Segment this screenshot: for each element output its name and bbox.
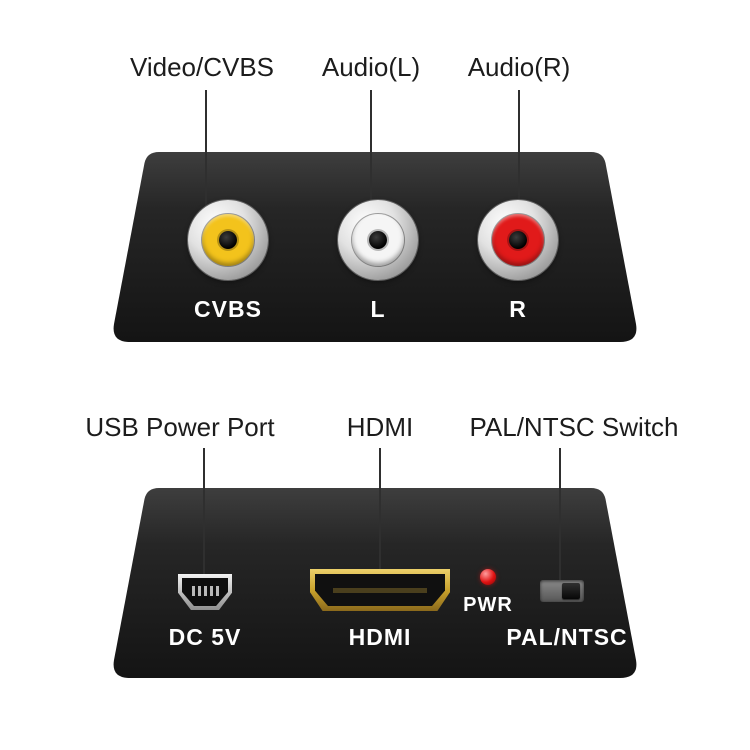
cvbs-port-label: CVBS [194, 296, 262, 322]
callout-audio-left: Audio(L) [321, 52, 421, 82]
leader-line-video-cvbs [205, 90, 207, 242]
audio-right-rca-hole [509, 231, 527, 249]
audio-right-rca-port [478, 200, 558, 280]
pal-ntsc-switch-knob [562, 583, 580, 599]
callout-pal-ntsc-switch: PAL/NTSC Switch [469, 412, 679, 442]
dc-5v-label: DC 5V [168, 624, 242, 650]
hdmi-tongue [333, 588, 427, 594]
hdmi-port [310, 569, 450, 611]
leader-line-usb-power-port [203, 448, 205, 585]
hdmi-port-label: HDMI [348, 624, 412, 650]
hdmi-cavity [315, 574, 445, 606]
cvbs-rca-hole [219, 231, 237, 249]
audio-left-rca-ring [352, 214, 404, 266]
mini-usb-port [178, 574, 232, 610]
callout-video-cvbs: Video/CVBS [129, 52, 275, 82]
cvbs-rca-port [188, 200, 268, 280]
leader-line-pal-ntsc-switch [559, 448, 561, 582]
pal-ntsc-switch [540, 580, 584, 602]
callout-hdmi: HDMI [346, 412, 414, 442]
leader-line-audio-left [370, 90, 372, 242]
pwr-led-label: PWR [463, 594, 513, 616]
audio-right-port-label: R [509, 296, 527, 322]
front-panel: CVBS L R [111, 152, 639, 342]
audio-left-port-label: L [370, 296, 386, 322]
audio-left-rca-hole [369, 231, 387, 249]
leader-line-hdmi [379, 448, 381, 585]
callout-usb-power-port: USB Power Port [85, 412, 275, 442]
callout-audio-right: Audio(R) [467, 52, 571, 82]
audio-right-rca-ring [492, 214, 544, 266]
cvbs-rca-ring [202, 214, 254, 266]
back-panel: DC 5V HDMI PWR PAL/NTSC [111, 488, 639, 678]
mini-usb-pins [182, 586, 228, 596]
pal-ntsc-switch-label: PAL/NTSC [506, 624, 628, 650]
leader-line-audio-right [518, 90, 520, 242]
power-led [480, 569, 496, 585]
mini-usb-cavity [182, 578, 228, 606]
audio-left-rca-port [338, 200, 418, 280]
